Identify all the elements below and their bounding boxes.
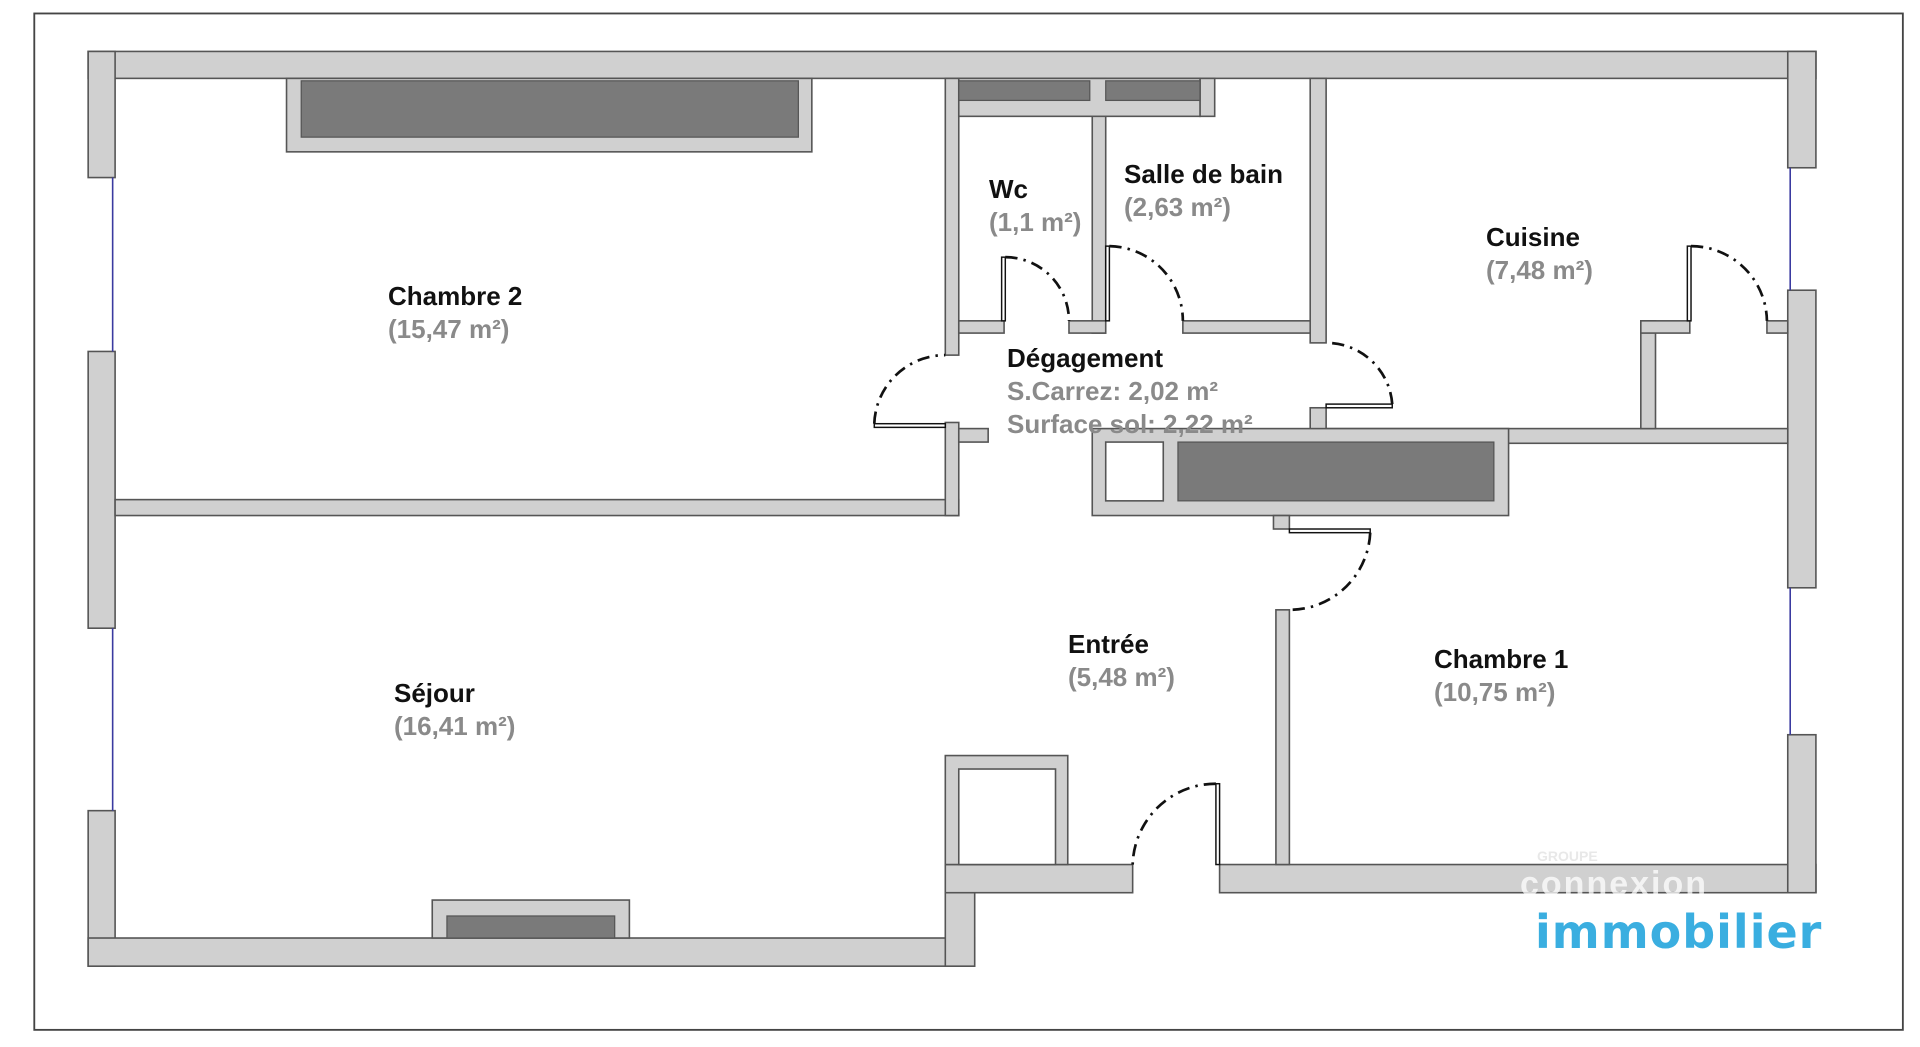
room-label-cuisine: Cuisine(7,48 m²) [1486, 221, 1593, 287]
room-area: (16,41 m²) [394, 711, 516, 741]
room-area: (10,75 m²) [1434, 677, 1556, 707]
room-name: Entrée [1068, 629, 1149, 659]
room-label-entree: Entrée(5,48 m²) [1068, 628, 1175, 694]
frame [33, 12, 1904, 1031]
room-name: Chambre 1 [1434, 644, 1569, 674]
room-area: (1,1 m²) [989, 207, 1082, 237]
room-name: Séjour [394, 678, 475, 708]
logo-group: GROUPE [1537, 848, 1598, 864]
logo-brand: connexion [1520, 865, 1709, 903]
room-name: Chambre 2 [388, 281, 523, 311]
room-area: (7,48 m²) [1486, 255, 1593, 285]
room-label-chambre-2: Chambre 2(15,47 m²) [388, 280, 522, 346]
walls [87, 50, 1817, 967]
room-name: Wc [989, 174, 1028, 204]
room-label-chambre-1: Chambre 1(10,75 m²) [1434, 643, 1568, 709]
room-name: Dégagement [1007, 343, 1164, 373]
room-name: Salle de bain [1124, 159, 1283, 189]
room-label-wc: Wc(1,1 m²) [989, 173, 1081, 239]
room-surface-sol: Surface sol: 2,22 m² [1007, 409, 1253, 439]
room-label-salle-de-bain: Salle de bain(2,63 m²) [1124, 158, 1283, 224]
windows [111, 167, 1792, 811]
room-area: (15,47 m²) [388, 314, 510, 344]
room-area: (5,48 m²) [1068, 662, 1175, 692]
room-label-sejour: Séjour(16,41 m²) [394, 677, 515, 743]
room-name: Cuisine [1486, 222, 1580, 252]
room-carrez: S.Carrez: 2,02 m² [1007, 376, 1218, 406]
logo-sub: immobilier [1535, 905, 1823, 959]
room-area: (2,63 m²) [1124, 192, 1231, 222]
doors [872, 244, 1769, 866]
